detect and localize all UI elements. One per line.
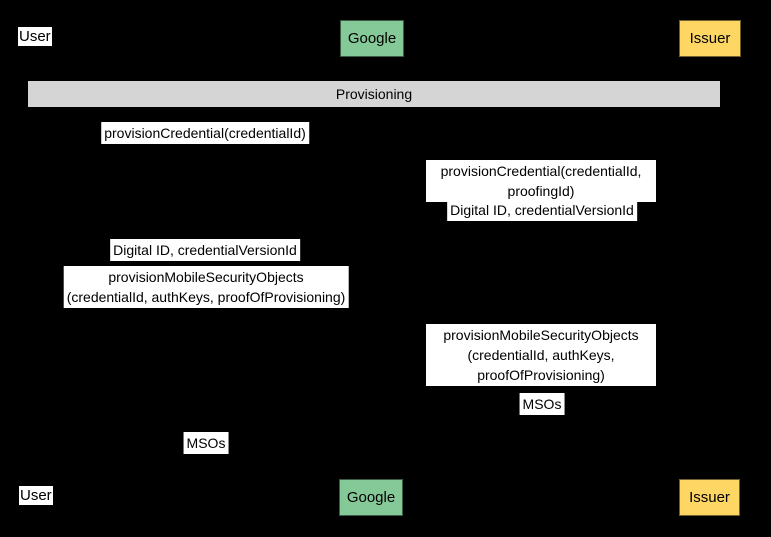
participant-issuer-top: Issuer (679, 20, 741, 57)
message-label: provisionCredential(credentialId) (101, 122, 309, 144)
participant-issuer-bottom: Issuer (679, 479, 740, 516)
message-label: MSOs (519, 393, 565, 415)
message-label: provisionMobileSecurityObjects (credenti… (63, 266, 349, 308)
participant-issuer-bottom-label: Issuer (689, 489, 730, 506)
provisioning-section-bar: Provisioning (28, 81, 720, 107)
participant-user-bottom: User (19, 486, 53, 505)
participant-google-bottom-label: Google (346, 489, 396, 506)
participant-google-bottom: Google (339, 479, 403, 516)
participant-google-top-label: Google (347, 30, 397, 47)
participant-user-top: User (18, 27, 52, 46)
participant-google-top: Google (340, 20, 404, 57)
message-label: MSOs (183, 432, 229, 454)
participant-issuer-top-label: Issuer (689, 30, 731, 47)
message-label: provisionCredential(credentialId, proofi… (426, 160, 656, 202)
message-label: Digital ID, credentialVersionId (110, 239, 300, 261)
message-label: Digital ID, credentialVersionId (447, 199, 637, 221)
provisioning-section-label: Provisioning (335, 86, 413, 102)
message-label: provisionMobileSecurityObjects (credenti… (426, 324, 656, 386)
